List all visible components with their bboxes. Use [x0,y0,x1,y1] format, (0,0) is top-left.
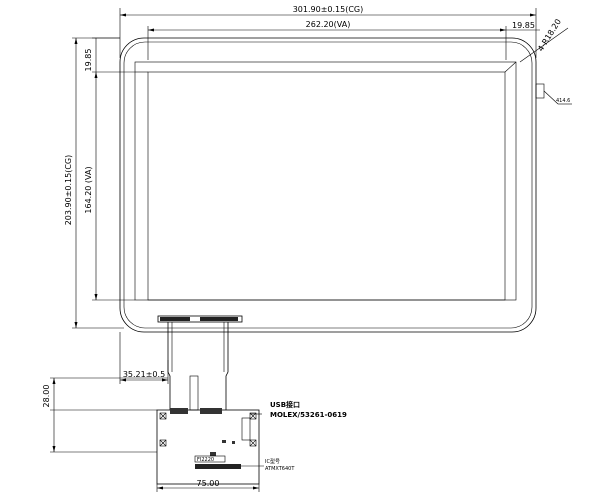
cg-height-dimension: 203.90±0.15(CG) [64,37,124,329]
component [210,452,216,456]
viewing-area-outer [134,61,517,301]
right-border-label: 19.85 [512,21,535,30]
viewing-area-inner [147,71,506,301]
cg-width-dimension: 301.90±0.15(CG) [119,5,537,58]
mounting-hole [159,439,167,447]
side-tab-outline [535,83,545,99]
cover-glass-inner-outline [123,41,533,329]
fpc-slot [189,375,199,411]
fpc-bonding-area [157,315,243,323]
va-height-dimension: 164.20 (VA) [84,72,135,301]
va-width-label: 262.20(VA) [306,20,351,29]
component [222,440,226,443]
cover-glass-outline [119,37,537,333]
va-width-dimension: 262.20(VA) [147,20,507,60]
cg-height-label: 203.90±0.15(CG) [64,155,73,226]
controller-pcb: FI2220 [156,408,262,485]
pcb-width-dimension: 75.00 [156,479,260,492]
usb-label: USB接口 [270,400,300,409]
ic-label: IC型号 [265,458,280,465]
side-tab: 414.6 [535,83,572,105]
fpc-connector-right [200,408,222,414]
pcb-outline [156,409,260,485]
usb-connector [241,417,251,441]
fpc-length-label: 28.00 [42,385,51,408]
connector-label: MOLEX/53261-0619 [270,411,347,419]
fpc-length-dimension: 28.00 [42,377,168,453]
va-height-label: 164.20 (VA) [84,166,93,213]
chip-label: FI2220 [197,457,214,463]
corner-radius-label: 4-R18.20 [536,17,563,53]
top-border-dimension: 19.85 [84,37,135,73]
fpc-tail [167,322,229,411]
fpc-bonding-pads-left [160,317,190,321]
top-border-label: 19.85 [84,49,93,72]
controller-chip [194,455,226,463]
mounting-hole [249,439,257,447]
component [232,441,235,444]
chip-row [195,464,241,469]
fpc-bonding-pads-right [200,317,238,321]
mounting-hole [249,412,257,420]
right-border-dimension: 19.85 [506,21,540,31]
fpc-offset-label: 35.21±0.5 [123,370,165,379]
fpc-offset-dimension: 35.21±0.5 [119,332,169,384]
cg-width-label: 301.90±0.15(CG) [293,5,364,14]
mounting-hole [159,412,167,420]
ic-part-label: ATMXT640T [265,466,295,472]
fpc-connector-left [170,408,188,414]
side-tab-label: 414.6 [556,98,570,104]
pcb-width-label: 75.00 [197,479,220,488]
